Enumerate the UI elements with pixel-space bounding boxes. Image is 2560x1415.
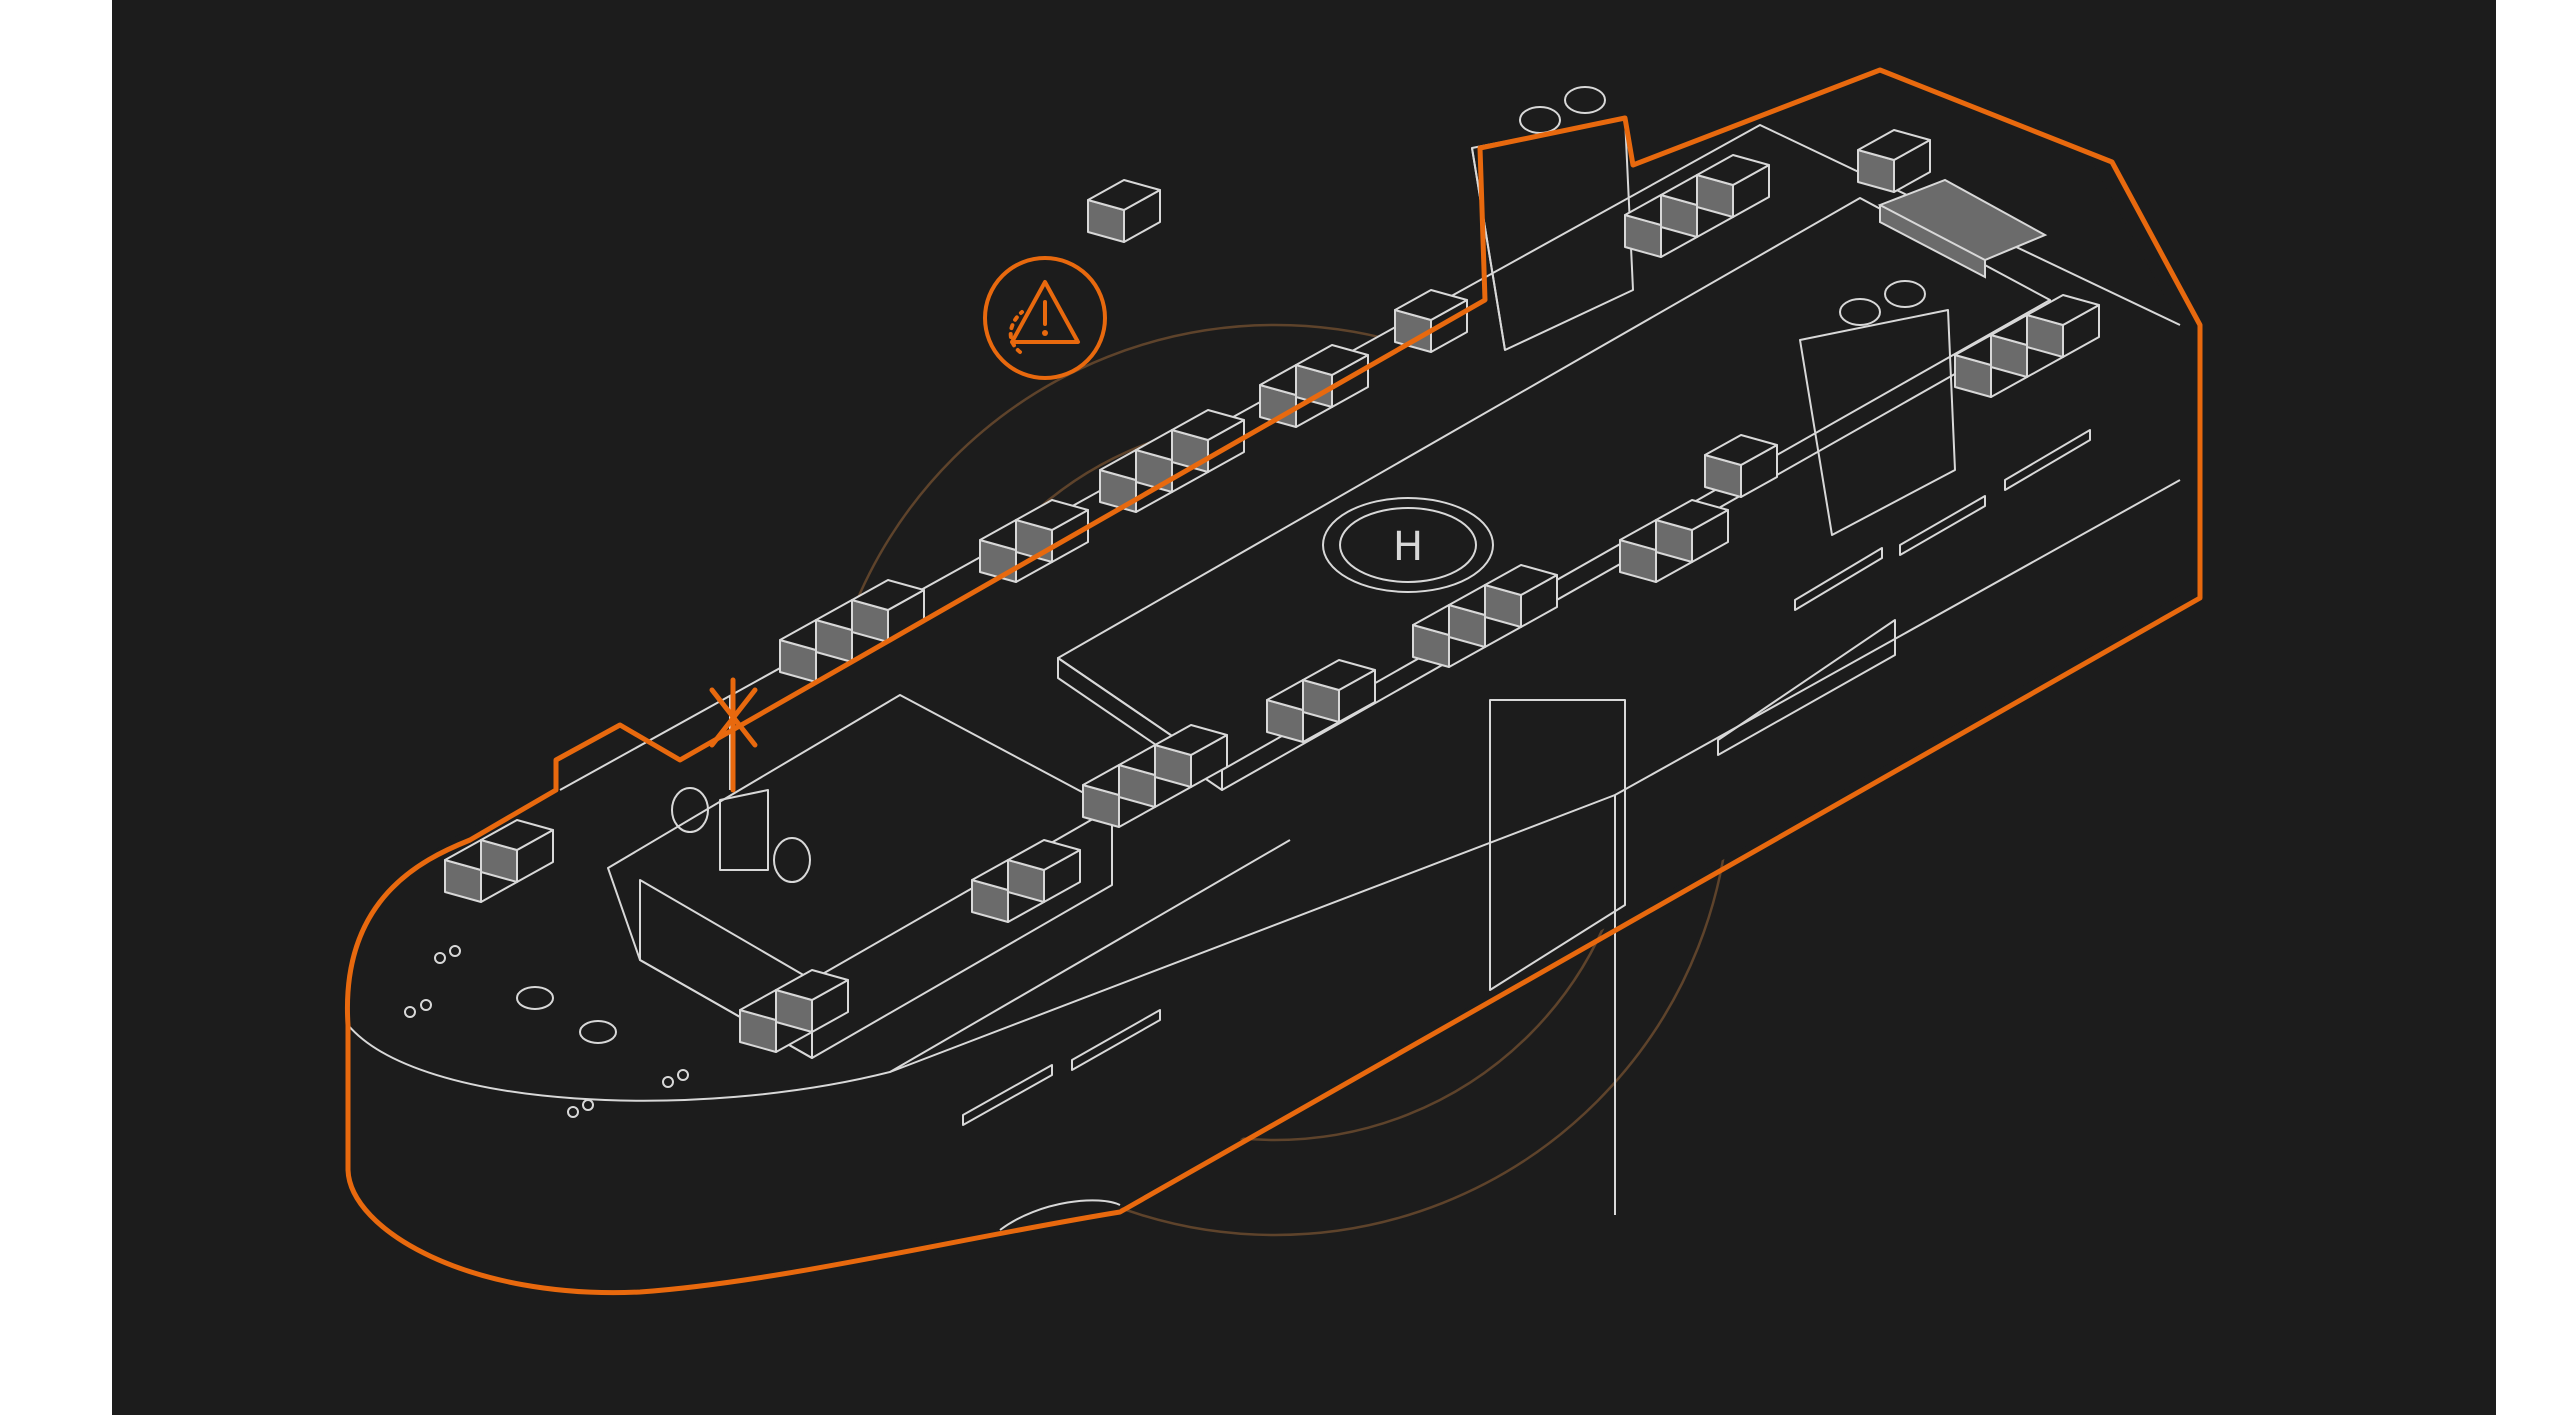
- hull-vent-5: [1899, 495, 1986, 556]
- deck-crate: [775, 969, 849, 1033]
- hull-door: [1489, 699, 1626, 991]
- ship-highlight-outline: [344, 67, 2203, 1296]
- deck-crate: [2026, 294, 2100, 358]
- hull-vent-1: [962, 1064, 1053, 1126]
- hull-inner-line: [889, 839, 1291, 1073]
- funnel-rear-stack-1: [1839, 298, 1881, 326]
- deck-crate: [1696, 154, 1770, 218]
- ship-illustration: H: [112, 0, 2496, 1415]
- hull-vent-4: [1794, 547, 1883, 611]
- helipad-marking: H: [1393, 524, 1423, 570]
- helipad-outer-ring: [1322, 497, 1494, 593]
- deck-crate: [1302, 659, 1376, 723]
- deck-crate: [1484, 564, 1558, 628]
- deck-crate: [851, 579, 925, 643]
- helipad: H: [1322, 497, 1494, 593]
- deck-crate: [1154, 724, 1228, 788]
- radar-dome-right: [773, 837, 811, 883]
- deck-crate: [1857, 129, 1931, 193]
- deck-crate: [1007, 839, 1081, 903]
- helipad-inner-ring: [1339, 507, 1477, 583]
- deck-edge-line: [559, 124, 2181, 791]
- deck-crate: [1655, 499, 1729, 563]
- hull-vent-6: [2004, 429, 2091, 491]
- bollards: [404, 945, 689, 1118]
- hull-vents: [962, 429, 2091, 1126]
- deck-crate: [1704, 434, 1778, 498]
- antenna-icon: [709, 677, 758, 793]
- radar-dome-left: [671, 787, 709, 833]
- hull-waterline: [347, 479, 2181, 1102]
- funnel-front-stack-2: [1564, 86, 1606, 114]
- bow-fittings: [404, 945, 689, 1118]
- bow-curve: [999, 1199, 1121, 1231]
- bow-capstan-2: [579, 1020, 617, 1044]
- fire-warning-icon: [983, 256, 1107, 380]
- hull-vent-3: [1717, 619, 1896, 756]
- funnel-rear-stack-2: [1884, 280, 1926, 308]
- bridge-block-front: [639, 879, 813, 1059]
- funnel-front-edge: [1471, 147, 1506, 351]
- hull-vent-2: [1071, 1009, 1161, 1071]
- bridge-block-roofline: [811, 807, 1113, 981]
- funnel-front-stack-1: [1519, 106, 1561, 134]
- hull-lines: [347, 124, 2181, 1231]
- deck-crate: [1087, 179, 1161, 243]
- rear-deck-slab: [1877, 178, 2048, 279]
- funnel-rear: [1799, 280, 1956, 536]
- deck-crate: [1295, 344, 1369, 408]
- mast-base: [719, 789, 769, 871]
- deck-crate: [480, 819, 554, 883]
- bow-capstan-1: [516, 986, 554, 1010]
- funnel-rear-body: [1799, 309, 1956, 536]
- dark-panel: H: [112, 0, 2496, 1415]
